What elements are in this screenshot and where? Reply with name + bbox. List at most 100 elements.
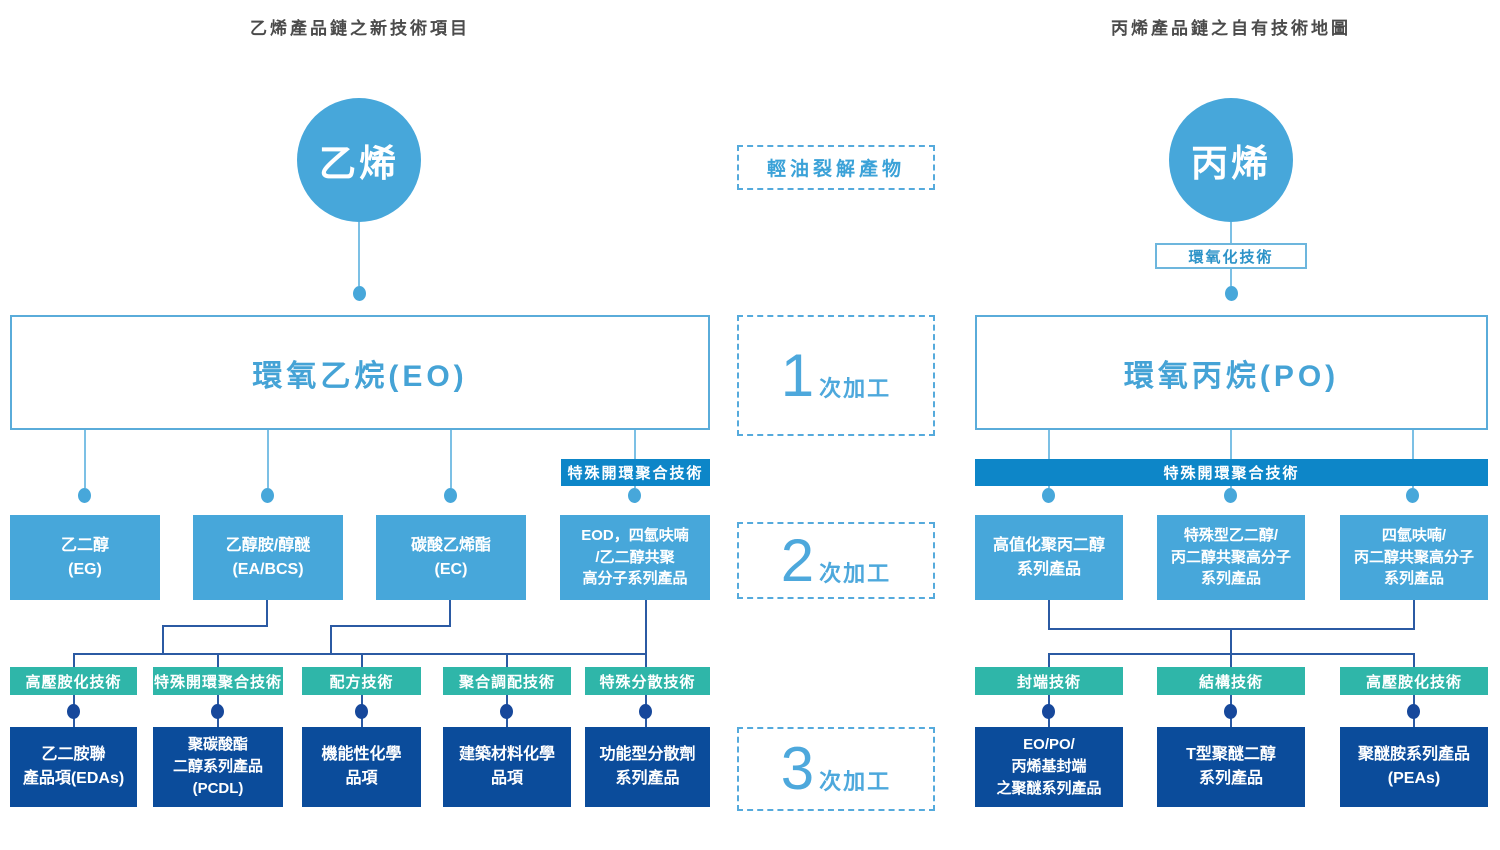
product-box-dispersant: 功能型分散劑 系列產品 [585, 727, 710, 807]
connector-line [1230, 628, 1232, 655]
connector-line [84, 430, 86, 488]
right-chain-title: 丙烯產品鏈之自有技術地圖 [1111, 19, 1351, 38]
product-box-peas: 聚醚胺系列產品 (PEAs) [1340, 727, 1488, 807]
tech-chip-structure: 結構技術 [1157, 667, 1305, 695]
product-box-line: 乙二醇 [60, 537, 109, 555]
connector-dot [500, 704, 513, 719]
connector-dot [1225, 286, 1238, 301]
connector-line [1048, 600, 1050, 630]
stage-number: 3 [780, 735, 815, 802]
product-box-line: 四氫呋喃/ [1381, 526, 1447, 544]
connector-line [361, 653, 363, 667]
product-box-line: (EA/BCS) [232, 560, 304, 578]
connector-dot [1224, 488, 1237, 503]
product-box-line: 建築材料化學 [458, 746, 555, 763]
product-box-line: 機能性化學 [321, 746, 402, 763]
product-box-special-eg-pg: 特殊型乙二醇/ 丙二醇共聚高分子 系列產品 [1157, 515, 1305, 600]
stage-label: 2 次加工 [780, 526, 891, 594]
product-box-t-polyether: T型聚醚二醇 系列產品 [1157, 727, 1305, 807]
product-box-line: 高分子系列產品 [582, 570, 688, 588]
product-box-line: 系列產品 [1383, 570, 1444, 588]
product-box-line: 功能型分散劑 [599, 746, 696, 763]
connector-line [645, 600, 647, 667]
tech-chip-amination-right: 高壓胺化技術 [1340, 667, 1488, 695]
left-ring-opening-tech-label: 特殊開環聚合技術 [561, 459, 710, 486]
tech-chip-amination: 高壓胺化技術 [10, 667, 137, 695]
product-box-line: EOD，四氫呋喃 [581, 526, 689, 544]
connector-dot [1224, 704, 1237, 719]
connector-dot [639, 704, 652, 719]
product-box-line: (PCDL) [192, 779, 244, 797]
stage-number: 1 [780, 341, 815, 409]
connector-line [267, 430, 269, 488]
connector-line [450, 430, 452, 488]
product-box-line: 系列產品 [615, 770, 680, 787]
connector-dot [1406, 488, 1419, 503]
connector-dot [1042, 488, 1055, 503]
product-box-line: 二醇系列產品 [172, 758, 263, 776]
tech-chip-capping: 封端技術 [975, 667, 1123, 695]
product-box-capped-polyether: EO/PO/ 丙烯基封端 之聚醚系列產品 [975, 727, 1123, 807]
stage-suffix: 次加工 [819, 769, 892, 794]
connector-dot [261, 488, 274, 503]
stage-label: 1 次加工 [780, 341, 892, 409]
product-box-line: 聚醚胺系列產品 [1357, 746, 1470, 763]
product-box-eod: EOD，四氫呋喃 /乙二醇共聚 高分子系列產品 [560, 515, 710, 600]
connector-dot [1042, 704, 1055, 719]
product-box-edas: 乙二胺聯 產品項(EDAs) [10, 727, 137, 807]
product-box-line: 特殊型乙二醇/ [1183, 526, 1279, 544]
connector-line [1413, 600, 1415, 630]
product-box-line: 高值化聚丙二醇 [992, 537, 1105, 555]
product-box-eg: 乙二醇 (EG) [10, 515, 160, 600]
product-box-line: 乙醇胺/醇醚 [225, 537, 311, 555]
stage-suffix: 次加工 [819, 375, 892, 401]
product-box-line: 之聚醚系列產品 [996, 779, 1102, 797]
connector-line [358, 222, 360, 286]
connector-line [330, 625, 451, 627]
product-box-line: (PEAs) [1387, 770, 1441, 787]
product-box-line: 系列產品 [1200, 570, 1261, 588]
product-box-line: 聚碳酸酯 [187, 736, 248, 754]
stage-box-3: 3 次加工 [737, 727, 935, 811]
product-box-line: 系列產品 [1198, 770, 1263, 787]
connector-line [266, 600, 268, 627]
connector-line [1048, 653, 1050, 667]
product-box-construction-chem: 建築材料化學 品項 [443, 727, 571, 807]
stage-number: 2 [780, 526, 815, 594]
tech-chip-formulation: 配方技術 [302, 667, 421, 695]
tech-chip-blending: 聚合調配技術 [443, 667, 571, 695]
propylene-circle: 丙烯 [1169, 98, 1293, 222]
product-box-line: 乙二胺聯 [41, 746, 106, 763]
connector-dot [1407, 704, 1420, 719]
right-ring-opening-tech-bar: 特殊開環聚合技術 [975, 459, 1488, 486]
connector-dot [78, 488, 91, 503]
connector-line [449, 600, 451, 627]
product-box-line: 產品項(EDAs) [22, 770, 125, 787]
connector-line [217, 653, 219, 667]
connector-dot [628, 488, 641, 503]
eo-box: 環氧乙烷(EO) [10, 315, 710, 430]
connector-line [73, 653, 75, 667]
connector-line [1230, 222, 1232, 243]
feedstock-box: 輕油裂解產物 [737, 145, 935, 190]
connector-dot [67, 704, 80, 719]
ethylene-circle: 乙烯 [297, 98, 421, 222]
stage-box-1: 1 次加工 [737, 315, 935, 436]
connector-line [73, 653, 647, 655]
product-box-line: 丙二醇共聚高分子 [1353, 548, 1474, 566]
product-box-ea-bcs: 乙醇胺/醇醚 (EA/BCS) [193, 515, 343, 600]
product-box-ppg: 高值化聚丙二醇 系列產品 [975, 515, 1123, 600]
connector-dot [211, 704, 224, 719]
product-box-line: 碳酸乙烯酯 [410, 537, 491, 555]
product-box-pcdl: 聚碳酸酯 二醇系列產品 (PCDL) [153, 727, 283, 807]
epoxidation-box: 環氧化技術 [1155, 243, 1307, 269]
product-box-ec: 碳酸乙烯酯 (EC) [376, 515, 526, 600]
product-box-line: T型聚醚二醇 [1186, 746, 1276, 763]
product-box-line: 品項 [490, 770, 523, 787]
product-box-functional-chem: 機能性化學 品項 [302, 727, 421, 807]
product-box-line: (EG) [68, 560, 102, 578]
product-box-line: 品項 [345, 770, 378, 787]
tech-chip-ring-opening: 特殊開環聚合技術 [153, 667, 283, 695]
connector-dot [355, 704, 368, 719]
